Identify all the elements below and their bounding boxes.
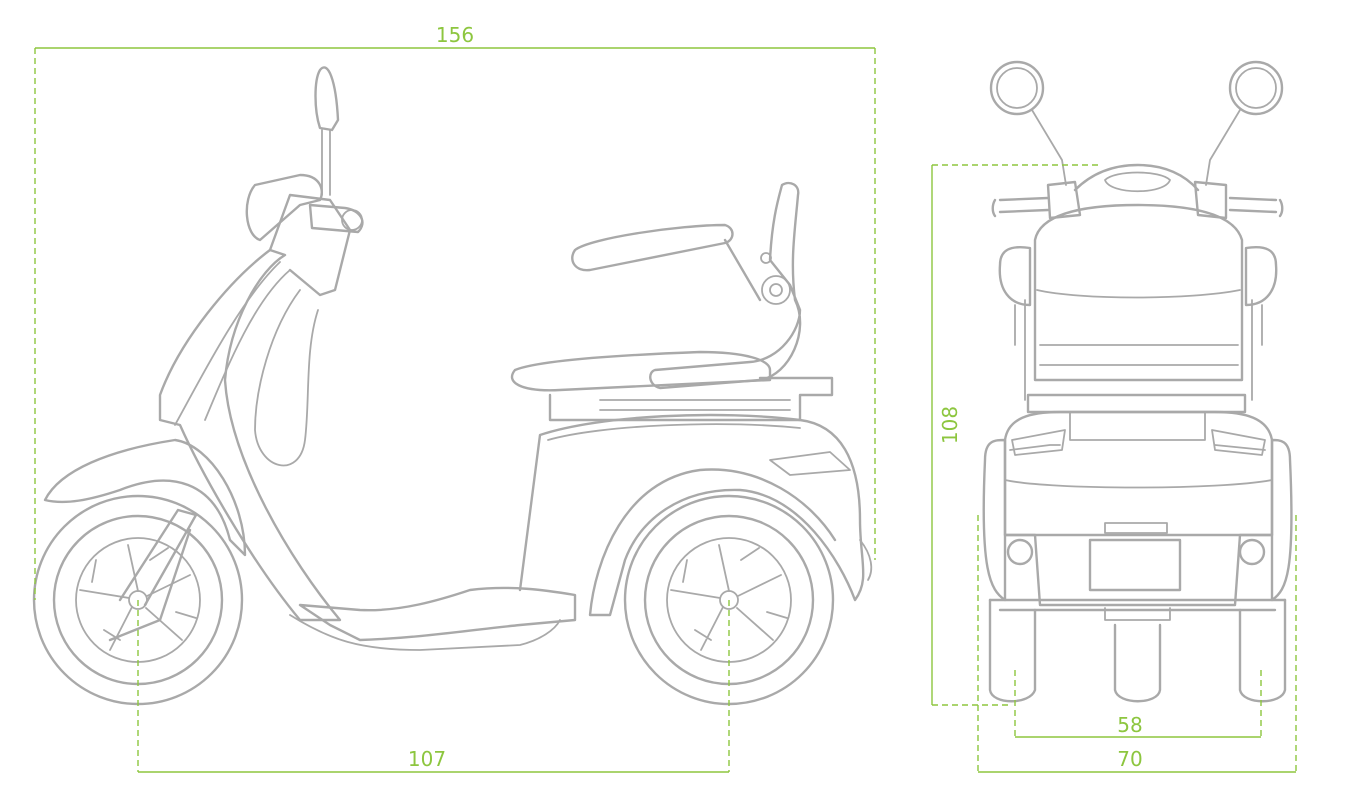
side-view-drawing xyxy=(32,66,873,706)
dimension-overall-height: 108 xyxy=(931,164,1100,706)
rear-view-drawing xyxy=(982,60,1293,703)
rear-wheel xyxy=(623,494,835,706)
rear-track-label: 58 xyxy=(1117,713,1142,737)
dimension-wheelbase: 107 xyxy=(137,600,730,773)
overall-width-label: 70 xyxy=(1117,747,1142,771)
overall-height-label: 108 xyxy=(938,406,962,444)
overall-length-label: 156 xyxy=(436,23,474,47)
wheelbase-label: 107 xyxy=(408,747,446,771)
dimension-overall-width: 70 xyxy=(977,515,1297,773)
dimension-rear-track: 58 xyxy=(1014,670,1262,738)
dimension-overall-length: 156 xyxy=(34,23,876,600)
